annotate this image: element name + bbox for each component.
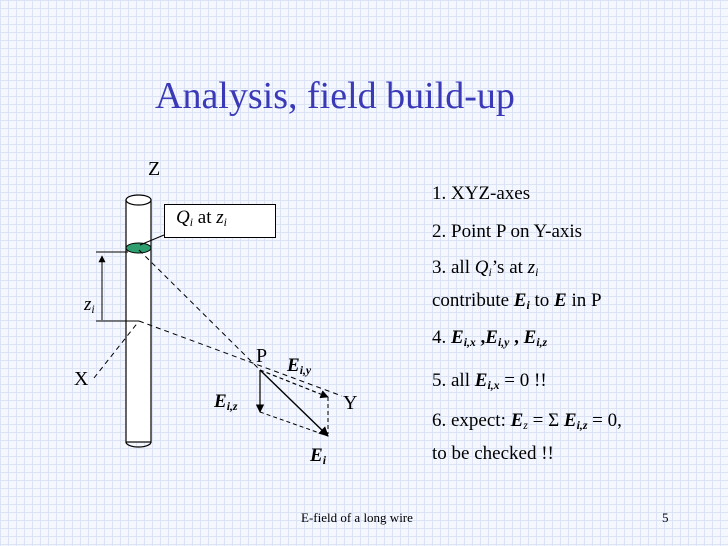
item4-s2: i,y bbox=[497, 335, 510, 349]
label-pointer bbox=[139, 234, 165, 246]
list-item-5: 5. all Ei,x = 0 !! bbox=[432, 370, 547, 393]
charge-label-box bbox=[164, 204, 276, 238]
vector-eiz-dash bbox=[259, 411, 329, 437]
ei-label: Ei bbox=[310, 445, 326, 468]
zi-label: zi bbox=[84, 294, 95, 317]
item3a-z: z bbox=[527, 257, 536, 278]
vector-ei bbox=[259, 369, 329, 437]
item6a-e1: E bbox=[510, 410, 524, 431]
item4-e2: E bbox=[485, 327, 498, 348]
line-to-p bbox=[138, 249, 261, 371]
y-axis-line bbox=[138, 320, 343, 397]
eiz-subscript: i,z bbox=[226, 399, 238, 413]
charge-symbol: Q bbox=[176, 207, 190, 228]
item3b-e2: E bbox=[554, 290, 567, 311]
point-p-label: P bbox=[256, 345, 268, 367]
list-item-6a: 6. expect: Ez = Σ Ei,z = 0, bbox=[432, 410, 622, 433]
item6a-pre: 6. expect: bbox=[432, 410, 511, 431]
charge-disk bbox=[125, 242, 152, 254]
ei-subscript: i bbox=[322, 453, 326, 467]
sigma-symbol: Σ bbox=[548, 410, 560, 431]
item4-pre: 4. bbox=[432, 327, 451, 348]
eiy-subscript: i,y bbox=[299, 363, 312, 377]
item6a-s2: i,z bbox=[576, 418, 588, 432]
item3a-q-sub: i bbox=[488, 265, 492, 279]
x-axis-line bbox=[93, 320, 140, 379]
list-item-2: 2. Point P on Y-axis bbox=[432, 221, 583, 242]
item3a-post: ’s at bbox=[491, 257, 528, 278]
item6a-e2: E bbox=[563, 410, 577, 431]
item6a-post: = 0, bbox=[587, 410, 622, 431]
eiy-label: Ei,y bbox=[287, 355, 311, 378]
item3b-post: in P bbox=[566, 290, 602, 311]
charge-z-subscript: i bbox=[223, 215, 227, 229]
x-axis-label: X bbox=[74, 368, 89, 390]
item3b-e-sub: i bbox=[526, 298, 530, 312]
item4-c2: , bbox=[509, 327, 524, 348]
item3b-mid: to bbox=[529, 290, 555, 311]
charge-subscript: i bbox=[189, 215, 194, 229]
eiz-label: Ei,z bbox=[214, 391, 237, 414]
item3b-pre: contribute bbox=[432, 290, 514, 311]
list-item-3b: contribute Ei to E in P bbox=[432, 290, 602, 313]
item5-sub: i,x bbox=[487, 378, 500, 392]
item6a-eq: = bbox=[527, 410, 549, 431]
item4-s3: i,z bbox=[536, 335, 548, 349]
eiy-symbol: E bbox=[287, 355, 300, 376]
y-axis-label: Y bbox=[343, 392, 358, 414]
item6a-s1: z bbox=[523, 418, 528, 432]
vector-eiy bbox=[259, 369, 329, 399]
item5-e: E bbox=[474, 370, 488, 391]
item3a-pre: 3. all bbox=[432, 257, 475, 278]
item3a-q: Q bbox=[474, 257, 489, 278]
list-item-4: 4. Ei,x ,Ei,y , Ei,z bbox=[432, 327, 547, 350]
zi-subscript: i bbox=[91, 302, 95, 316]
item4-c1: , bbox=[475, 327, 486, 348]
wire-bottom bbox=[125, 441, 152, 448]
wire-top bbox=[125, 194, 152, 206]
item4-e1: E bbox=[451, 327, 464, 348]
eiz-symbol: E bbox=[214, 391, 227, 412]
footer-text: E-field of a long wire bbox=[301, 510, 413, 525]
item3a-z-sub: i bbox=[535, 265, 539, 279]
list-item-6b: to be checked !! bbox=[432, 443, 554, 464]
zi-symbol: z bbox=[84, 294, 92, 315]
ei-symbol: E bbox=[310, 445, 323, 466]
list-item-3a: 3. all Qi’s at zi bbox=[432, 257, 538, 280]
charge-label: Qi at zi bbox=[176, 207, 227, 230]
item5-pre: 5. all bbox=[432, 370, 475, 391]
page-number: 5 bbox=[662, 510, 669, 525]
item3b-e: E bbox=[513, 290, 527, 311]
slide-title: Analysis, field build-up bbox=[155, 75, 515, 117]
charge-label-at: at bbox=[193, 207, 217, 228]
z-axis-label: Z bbox=[148, 158, 161, 180]
item4-s1: i,x bbox=[463, 335, 476, 349]
item4-e3: E bbox=[523, 327, 537, 348]
list-item-1: 1. XYZ-axes bbox=[432, 183, 531, 204]
charge-z-symbol: z bbox=[216, 207, 224, 228]
item5-post: = 0 !! bbox=[499, 370, 547, 391]
